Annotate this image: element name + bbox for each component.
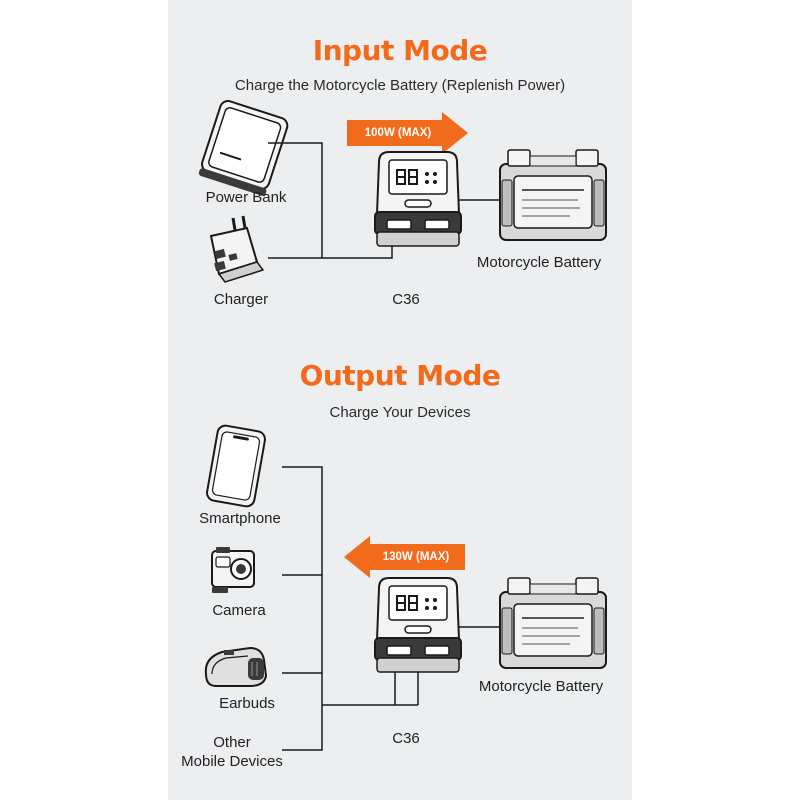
power-bank-icon (198, 100, 289, 196)
input-battery-label: Motorcycle Battery (476, 254, 602, 271)
c36-device-icon (374, 577, 462, 673)
other-devices-label: Other Mobile Devices (181, 734, 283, 770)
camera-label: Camera (212, 602, 266, 619)
output-mode-subtitle: Charge Your Devices (329, 404, 471, 421)
smartphone-label: Smartphone (199, 510, 281, 527)
output-power-arrow (344, 536, 465, 578)
camera-icon (211, 547, 255, 593)
output-device-label: C36 (392, 730, 420, 747)
motorcycle-battery-icon (499, 577, 607, 669)
input-power-arrow (347, 112, 468, 154)
earbuds-icon (204, 646, 268, 687)
output-power-label: 130W (MAX) (382, 551, 450, 563)
input-device-label: C36 (392, 291, 420, 308)
earbuds-label: Earbuds (219, 695, 275, 712)
power-bank-label: Power Bank (205, 189, 287, 206)
input-mode-title: Input Mode (312, 34, 488, 67)
charger-icon (209, 215, 265, 283)
input-power-label: 100W (MAX) (364, 127, 432, 139)
smartphone-icon (206, 424, 266, 508)
charger-label: Charger (213, 291, 269, 308)
motorcycle-battery-icon (499, 149, 607, 241)
c36-device-icon (374, 151, 462, 247)
output-mode-title: Output Mode (299, 359, 501, 392)
output-battery-label: Motorcycle Battery (478, 678, 604, 695)
input-mode-subtitle: Charge the Motorcycle Battery (Replenish… (234, 77, 566, 94)
